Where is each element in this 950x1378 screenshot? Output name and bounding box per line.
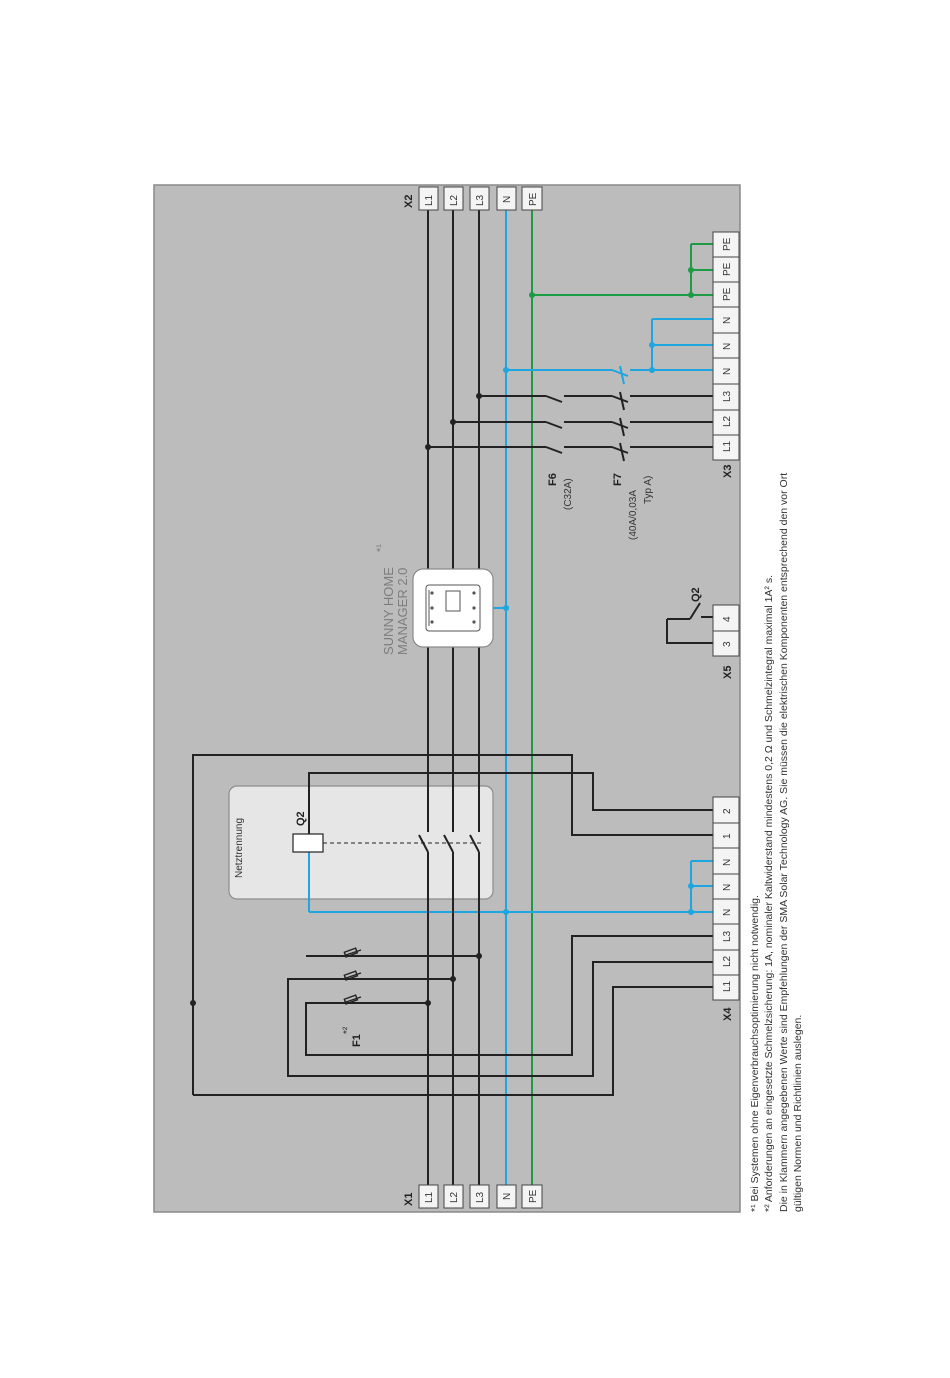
- q2-coil-label: Q2: [295, 811, 307, 826]
- footnote-3: Die in Klammern angegebenen Werte sind E…: [778, 473, 790, 1212]
- terminal-x3: X3 L1 L2 L3 N N N PE PE PE: [712, 231, 740, 478]
- f7-rating: (40A/0,03A: [628, 490, 639, 540]
- terminal-x4-pin: N: [712, 873, 740, 900]
- terminal-x3-pin: L1: [712, 434, 740, 461]
- terminal-x3-pin: PE: [712, 281, 740, 308]
- terminal-x4: X4 L1 L2 L3 N N N 1 2: [712, 796, 740, 1021]
- svg-text:L2: L2: [722, 955, 733, 967]
- terminal-x2: X2 L1 L2 L3 N PE: [403, 186, 543, 211]
- terminal-x2-pin: N: [496, 186, 517, 211]
- svg-text:L1: L1: [424, 194, 435, 206]
- terminal-x5-pin: 4: [712, 604, 740, 632]
- svg-text:3: 3: [722, 641, 733, 647]
- terminal-x3-pin: N: [712, 306, 740, 334]
- grid-disconnect-label: Netztrennung: [234, 818, 245, 878]
- svg-text:N: N: [722, 909, 733, 916]
- svg-text:2: 2: [722, 808, 733, 814]
- terminal-x2-pin: L1: [418, 186, 439, 211]
- svg-text:L3: L3: [722, 930, 733, 942]
- f1-label: F1: [351, 1034, 363, 1047]
- terminal-x4-pin: N: [712, 898, 740, 925]
- terminal-x4-name: X4: [722, 1007, 734, 1021]
- q2-contact-label: Q2: [690, 587, 702, 602]
- terminal-x1-pin: L1: [418, 1184, 439, 1209]
- shm-label-line2: MANAGER 2.0: [395, 568, 410, 655]
- f1-footnote-marker: *²: [342, 1026, 353, 1034]
- footnote-1: *¹ Bei Systemen ohne Eigenverbrauchsopti…: [749, 895, 761, 1212]
- neutral-junctions: [503, 342, 694, 915]
- svg-text:L2: L2: [449, 1191, 460, 1203]
- svg-text:PE: PE: [722, 262, 733, 276]
- svg-text:L3: L3: [475, 1191, 486, 1203]
- terminal-x2-pin: PE: [521, 186, 543, 211]
- terminal-x1-pin: N: [496, 1184, 517, 1209]
- terminal-x4-pin: L1: [712, 974, 740, 1001]
- f6-rating: (C32A): [563, 478, 574, 510]
- terminal-x4-pin: L2: [712, 949, 740, 976]
- terminal-x3-pin: PE: [712, 256, 740, 283]
- terminal-x3-name: X3: [722, 465, 734, 478]
- terminal-x3-pin: L3: [712, 383, 740, 411]
- svg-text:L3: L3: [475, 194, 486, 206]
- terminal-x5-pin: 3: [712, 630, 740, 657]
- svg-text:N: N: [722, 884, 733, 891]
- terminal-x3-pin: PE: [712, 231, 740, 258]
- terminal-x3-pin: N: [712, 357, 740, 385]
- enclosure-panel: [153, 184, 741, 1213]
- svg-text:L1: L1: [722, 440, 733, 452]
- q2-coil: [292, 833, 324, 853]
- f7-type: Typ A): [643, 476, 654, 504]
- svg-text:L2: L2: [449, 194, 460, 206]
- svg-text:L3: L3: [722, 390, 733, 402]
- footnotes: *¹ Bei Systemen ohne Eigenverbrauchsopti…: [749, 473, 804, 1212]
- svg-text:PE: PE: [528, 192, 539, 206]
- terminal-x3-pin: L2: [712, 409, 740, 436]
- fuse-f1-symbols: [342, 947, 362, 1005]
- pe-junctions: [529, 267, 694, 298]
- terminal-x1-pin: PE: [521, 1184, 543, 1209]
- svg-text:N: N: [722, 317, 733, 324]
- svg-text:1: 1: [722, 833, 733, 839]
- terminal-x5-name: X5: [722, 666, 734, 679]
- phase-junctions: [190, 393, 482, 1006]
- svg-text:PE: PE: [528, 1189, 539, 1203]
- terminal-x4-pin: N: [712, 847, 740, 875]
- shm-label-line1: SUNNY HOME: [381, 567, 396, 655]
- svg-text:L2: L2: [722, 415, 733, 427]
- terminal-x2-pin: L3: [469, 186, 490, 211]
- terminal-x4-pin: 1: [712, 822, 740, 849]
- svg-text:PE: PE: [722, 287, 733, 301]
- svg-text:L1: L1: [722, 980, 733, 992]
- terminal-x1-name: X1: [403, 1193, 415, 1206]
- svg-text:N: N: [502, 1193, 513, 1200]
- shm-footnote-marker: *¹: [375, 544, 387, 552]
- footnote-4: gültigen Normen und Richtlinien auslegen…: [792, 1015, 804, 1212]
- terminal-x1-pin: L3: [469, 1184, 490, 1209]
- terminal-x2-name: X2: [403, 195, 415, 208]
- terminal-x1: X1 L1 L2 L3 N PE: [403, 1184, 543, 1209]
- sunny-home-manager: [412, 568, 494, 648]
- svg-text:4: 4: [722, 616, 733, 622]
- svg-text:L1: L1: [424, 1191, 435, 1203]
- terminal-x2-pin: L2: [443, 186, 464, 211]
- terminal-x4-pin: 2: [712, 796, 740, 824]
- f6-label: F6: [547, 473, 559, 486]
- svg-text:PE: PE: [722, 237, 733, 251]
- svg-text:N: N: [722, 368, 733, 375]
- svg-text:N: N: [722, 859, 733, 866]
- phase-wiring: [192, 210, 713, 1185]
- terminal-x4-pin: L3: [712, 923, 740, 951]
- footnote-2: *² Anforderungen an eingesetzte Schmelzs…: [763, 575, 775, 1212]
- terminal-x5: X5 3 4: [712, 604, 740, 679]
- svg-text:N: N: [722, 343, 733, 350]
- terminal-x1-pin: L2: [443, 1184, 464, 1209]
- svg-text:N: N: [502, 196, 513, 203]
- terminal-x3-pin: N: [712, 332, 740, 359]
- f7-label: F7: [612, 473, 624, 486]
